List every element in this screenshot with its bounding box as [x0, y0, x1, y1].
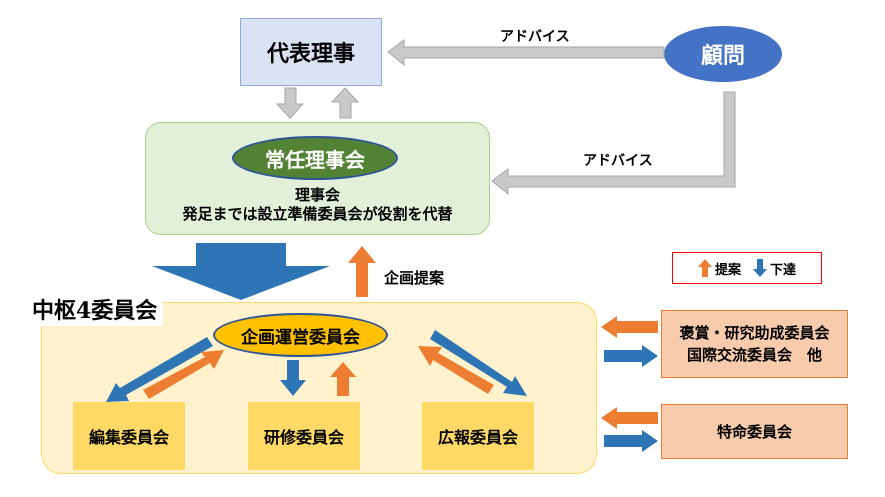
- legend-proposal-label: 提案: [714, 262, 741, 278]
- planning-committee-oval: 企画運営委員会: [213, 313, 388, 357]
- executive-note-line2: 発足までは設立準備委員会が役割を代替: [182, 205, 453, 223]
- executive-note-line1: 理事会: [294, 186, 340, 204]
- board-down-arrow: [275, 87, 305, 119]
- advisor-label: 顧問: [700, 43, 745, 69]
- proposal-label: 企画提案: [384, 269, 445, 287]
- legend-directive-label: 下達: [770, 262, 797, 278]
- central-committees-title: 中枢4委員会: [26, 296, 164, 326]
- down-arrow-to-training: [280, 360, 306, 396]
- pr-committee-box: 広報委員会: [422, 402, 534, 470]
- down-arrow-to-editing: [106, 337, 213, 402]
- special-committee-box: 特命委員会: [661, 404, 848, 459]
- award-committee-line1: 褒賞・研究助成委員会: [679, 324, 830, 342]
- legend-item-directive: 下達: [753, 259, 796, 278]
- proposal-up-arrow: [348, 246, 376, 297]
- advice-arrow-top: [387, 39, 665, 67]
- up-arrow-from-pr: [418, 346, 494, 394]
- advice-label-top: アドバイス: [500, 29, 570, 45]
- up-arrow-from-special: [601, 407, 658, 429]
- representative-director-box: 代表理事: [240, 18, 382, 86]
- advice-label-mid: アドバイス: [583, 153, 653, 169]
- executive-board-note: 理事会 発足までは設立準備委員会が役割を代替: [150, 186, 485, 224]
- award-committee-line2: 国際交流委員会 他: [686, 346, 822, 364]
- special-committee-label: 特命委員会: [716, 423, 792, 441]
- down-arrow-to-award: [604, 345, 658, 367]
- down-arrow-icon: [753, 259, 767, 277]
- award-committee-box: 褒賞・研究助成委員会 国際交流委員会 他: [661, 310, 848, 378]
- training-committee-label: 研修委員会: [263, 428, 344, 447]
- up-arrow-from-training: [330, 362, 356, 396]
- board-up-arrow: [330, 87, 360, 119]
- editing-committee-box: 編集委員会: [73, 402, 185, 470]
- down-arrow-to-special: [604, 430, 658, 452]
- editing-committee-label: 編集委員会: [88, 428, 169, 447]
- advice-arrow-mid: [491, 91, 736, 196]
- advisor-oval: 顧問: [664, 26, 782, 82]
- down-arrow-to-pr: [430, 330, 527, 396]
- legend: 提案 下達: [672, 252, 822, 284]
- planning-committee-label: 企画運営委員会: [241, 327, 360, 348]
- up-arrow-icon: [697, 259, 712, 277]
- executive-board-oval: 常任理事会: [232, 136, 398, 180]
- pr-committee-label: 広報委員会: [437, 428, 518, 447]
- representative-director-label: 代表理事: [266, 41, 355, 67]
- executive-board-label: 常任理事会: [265, 147, 365, 172]
- up-arrow-from-award: [601, 316, 658, 338]
- training-committee-box: 研修委員会: [248, 402, 360, 470]
- up-arrow-from-editing: [143, 350, 224, 399]
- executive-down-arrow: [152, 243, 330, 300]
- legend-item-proposal: 提案: [697, 259, 741, 278]
